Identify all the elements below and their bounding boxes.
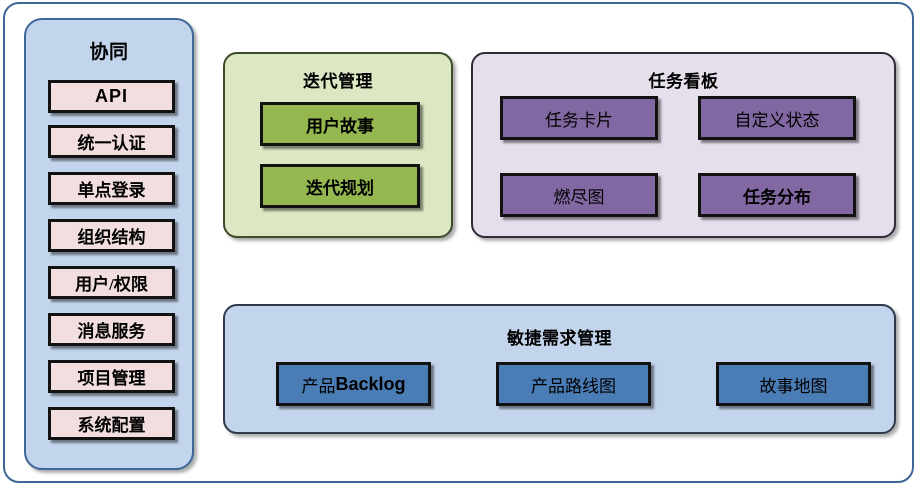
- sidebar-item-project-management[interactable]: 项目管理: [48, 360, 175, 393]
- card-burndown-chart[interactable]: 燃尽图: [500, 173, 658, 217]
- sidebar-item-system-config[interactable]: 系统配置: [48, 407, 175, 440]
- card-task-distribution[interactable]: 任务分布: [698, 173, 856, 217]
- card-user-story[interactable]: 用户故事: [260, 102, 420, 146]
- sidebar-item-message-service[interactable]: 消息服务: [48, 313, 175, 346]
- card-custom-status[interactable]: 自定义状态: [698, 96, 856, 140]
- card-product-backlog-latin: Backlog: [335, 373, 406, 394]
- diagram-frame: 协同 API 统一认证 单点登录 组织结构 用户/权限 消息服务 项目管理 系统…: [3, 2, 914, 483]
- panel-iteration-management: 迭代管理 用户故事 迭代规划: [223, 52, 453, 238]
- sidebar-title: 协同: [89, 42, 129, 63]
- sidebar-item-sso[interactable]: 单点登录: [48, 172, 175, 205]
- card-product-backlog-cn: 产品: [301, 376, 336, 396]
- sidebar-item-org-structure[interactable]: 组织结构: [48, 219, 175, 252]
- iteration-panel-title: 迭代管理: [303, 72, 373, 91]
- sidebar-item-user-permission[interactable]: 用户/权限: [48, 266, 175, 299]
- agile-panel-title: 敏捷需求管理: [507, 329, 612, 348]
- card-story-map[interactable]: 故事地图: [716, 362, 871, 406]
- card-iteration-planning[interactable]: 迭代规划: [260, 164, 420, 208]
- sidebar-item-api[interactable]: API: [48, 80, 175, 113]
- panel-task-board: 任务看板 任务卡片 自定义状态 燃尽图 任务分布: [471, 52, 896, 238]
- sidebar-item-unified-auth[interactable]: 统一认证: [48, 125, 175, 158]
- taskboard-panel-title: 任务看板: [648, 72, 719, 91]
- sidebar-panel-collaboration: 协同 API 统一认证 单点登录 组织结构 用户/权限 消息服务 项目管理 系统…: [24, 18, 194, 470]
- card-product-roadmap[interactable]: 产品路线图: [496, 362, 651, 406]
- card-task-card[interactable]: 任务卡片: [500, 96, 658, 140]
